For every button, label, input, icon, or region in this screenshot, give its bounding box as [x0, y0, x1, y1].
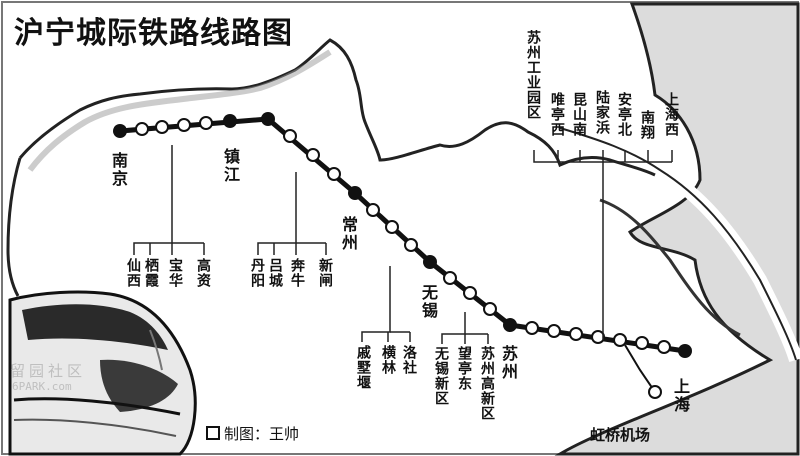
minor-station-marker: [613, 333, 627, 347]
major-station-marker: [423, 255, 437, 269]
station-label-wangtingdong: 望亭东: [456, 346, 472, 391]
station-label-shanghai: 上海: [671, 378, 690, 414]
station-label-zhenjiang: 镇江: [221, 148, 240, 184]
minor-station-marker: [404, 238, 418, 252]
major-station-marker: [223, 114, 237, 128]
minor-station-marker: [591, 330, 605, 344]
station-label-nanjing: 南京: [109, 152, 128, 188]
station-label-lujiabang: 陆家浜: [594, 90, 610, 135]
coast-shadow: [27, 49, 332, 172]
sea-area: [554, 2, 800, 456]
station-label-qishuyan: 戚墅堰: [355, 345, 371, 390]
station-label-qixia: 栖霞: [143, 258, 159, 288]
station-label-weitingxi: 唯亭西: [549, 92, 565, 137]
station-label-kunshannan: 昆山南: [571, 92, 587, 137]
coast-outline: [18, 38, 656, 177]
station-label-luoshe: 洛社: [401, 345, 417, 375]
leader-lines: [133, 145, 673, 344]
major-station-marker: [678, 344, 692, 358]
watermark-url: 6PARK.com: [12, 380, 72, 393]
major-station-marker: [261, 112, 275, 126]
station-label-lvcheng: 吕城: [267, 258, 283, 288]
station-label-shanghaixi: 上海西: [663, 92, 679, 137]
minor-station-marker: [635, 336, 649, 350]
major-station-marker: [503, 318, 517, 332]
minor-station-marker: [483, 302, 497, 316]
river-inlet: [599, 198, 741, 337]
station-label-nanxiang: 南翔: [639, 110, 655, 140]
station-label-changzhou: 常州: [339, 216, 358, 252]
station-label-wuxi: 无锡: [419, 284, 438, 320]
map-title: 沪宁城际铁路线路图: [14, 16, 293, 51]
station-label-henglin: 横林: [380, 345, 396, 375]
station-label-xianxi: 仙西: [125, 258, 141, 288]
station-label-baohua: 宝华: [167, 258, 183, 288]
minor-station-marker: [525, 321, 539, 335]
railway-line: [119, 116, 686, 354]
minor-station-marker: [463, 286, 477, 300]
minor-station-marker: [569, 327, 583, 341]
train-illustration: [8, 290, 197, 456]
station-label-xinzha: 新闸: [317, 258, 333, 288]
minor-station-marker: [135, 122, 149, 136]
major-station-marker: [113, 124, 127, 138]
major-station-marker: [348, 186, 362, 200]
minor-station-marker: [155, 120, 169, 134]
minor-station-marker: [283, 129, 297, 143]
minor-station-marker: [657, 340, 671, 354]
minor-station-marker: [385, 220, 399, 234]
station-label-suzhou-gongyeyuanqu: 苏州工业园区: [525, 30, 541, 120]
map-credit: 制图：王帅: [206, 423, 299, 444]
watermark-text: 留园社区: [10, 362, 87, 380]
credit-text: 制图：王帅: [224, 425, 300, 443]
station-label-hongqiao: 虹桥机场: [590, 426, 651, 444]
minor-station-marker: [327, 167, 341, 181]
station-label-suzhou-gaoxinqu: 苏州高新区: [479, 346, 495, 421]
station-label-wuxi-xinqu: 无锡新区: [433, 346, 449, 406]
station-label-benniu: 奔牛: [289, 258, 305, 288]
minor-station-marker: [306, 148, 320, 162]
river-band-edge: [559, 127, 797, 361]
station-label-antingbei: 安亭北: [616, 92, 632, 137]
station-label-suzhou: 苏州: [499, 345, 518, 381]
minor-station-marker: [199, 116, 213, 130]
airport-spur: [624, 344, 656, 393]
minor-station-marker: [177, 118, 191, 132]
west-edge: [6, 157, 22, 297]
station-label-danyang: 丹阳: [249, 258, 265, 288]
minor-station-marker: [648, 385, 662, 399]
minor-station-marker: [443, 271, 457, 285]
minor-station-marker: [366, 203, 380, 217]
square-icon: [206, 426, 220, 440]
station-label-gaozi: 高资: [195, 258, 211, 288]
minor-station-marker: [547, 324, 561, 338]
